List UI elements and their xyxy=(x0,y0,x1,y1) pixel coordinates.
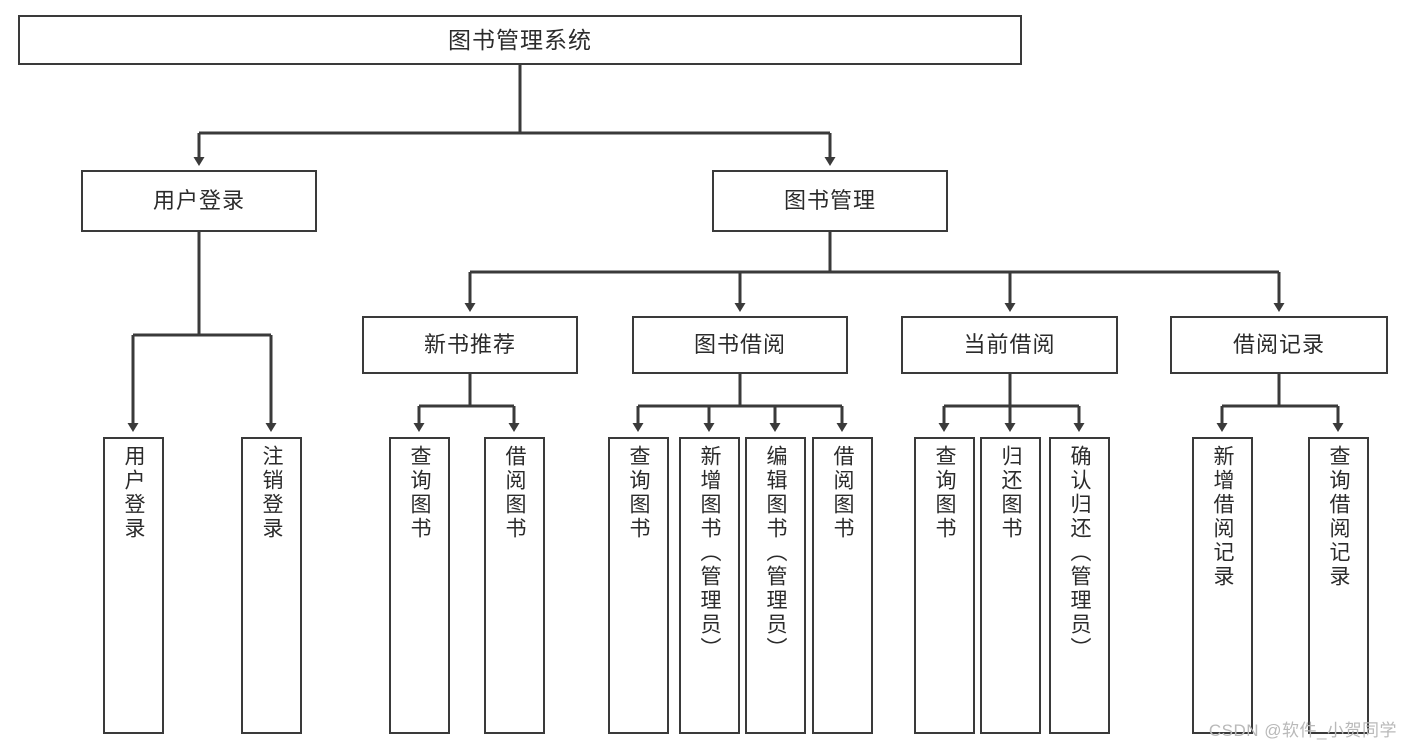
leaf-add-book[interactable]: 新增图书（管理员） xyxy=(679,437,740,734)
leaf-borrow-book-recommend[interactable]: 借阅图书 xyxy=(484,437,545,734)
leaf-return-book[interactable]: 归还图书 xyxy=(980,437,1041,734)
node-label: 新增图书（管理员） xyxy=(698,445,721,661)
node-label: 借阅图书 xyxy=(831,445,854,541)
node-label: 查询借阅记录 xyxy=(1327,445,1350,589)
node-label: 当前借阅 xyxy=(963,332,1056,358)
node-label: 图书借阅 xyxy=(693,332,786,358)
node-label: 图书管理 xyxy=(783,188,876,214)
node-label: 借阅记录 xyxy=(1232,332,1325,358)
leaf-confirm-return[interactable]: 确认归还（管理员） xyxy=(1049,437,1110,734)
csdn-watermark: CSDN @软件_小贺同学 xyxy=(1208,721,1397,740)
node-current-borrow[interactable]: 当前借阅 xyxy=(901,316,1118,374)
node-label: 用户登录 xyxy=(122,445,145,541)
leaf-query-book-current[interactable]: 查询图书 xyxy=(914,437,975,734)
leaf-edit-book[interactable]: 编辑图书（管理员） xyxy=(745,437,806,734)
node-label: 注销登录 xyxy=(260,445,283,541)
leaf-logout-login[interactable]: 注销登录 xyxy=(241,437,302,734)
leaf-query-borrow-record[interactable]: 查询借阅记录 xyxy=(1308,437,1369,734)
leaf-add-borrow-record[interactable]: 新增借阅记录 xyxy=(1192,437,1253,734)
node-label: 编辑图书（管理员） xyxy=(764,445,787,661)
node-user-login[interactable]: 用户登录 xyxy=(81,170,317,232)
node-root-system[interactable]: 图书管理系统 xyxy=(18,15,1022,65)
node-label: 查询图书 xyxy=(933,445,956,541)
node-book-manage[interactable]: 图书管理 xyxy=(712,170,948,232)
node-label: 新书推荐 xyxy=(423,332,516,358)
node-label: 查询图书 xyxy=(408,445,431,541)
leaf-query-book-borrow[interactable]: 查询图书 xyxy=(608,437,669,734)
node-label: 确认归还（管理员） xyxy=(1068,445,1091,661)
node-label: 借阅图书 xyxy=(503,445,526,541)
leaf-user-login[interactable]: 用户登录 xyxy=(103,437,164,734)
node-new-book-recommend[interactable]: 新书推荐 xyxy=(362,316,578,374)
leaf-borrow-book[interactable]: 借阅图书 xyxy=(812,437,873,734)
node-label: 新增借阅记录 xyxy=(1211,445,1234,589)
node-borrow-record[interactable]: 借阅记录 xyxy=(1170,316,1388,374)
node-book-borrow[interactable]: 图书借阅 xyxy=(632,316,848,374)
node-label: 归还图书 xyxy=(999,445,1022,541)
node-label: 用户登录 xyxy=(152,188,245,214)
node-label: 图书管理系统 xyxy=(448,26,592,53)
node-label: 查询图书 xyxy=(627,445,650,541)
leaf-query-book-recommend[interactable]: 查询图书 xyxy=(389,437,450,734)
